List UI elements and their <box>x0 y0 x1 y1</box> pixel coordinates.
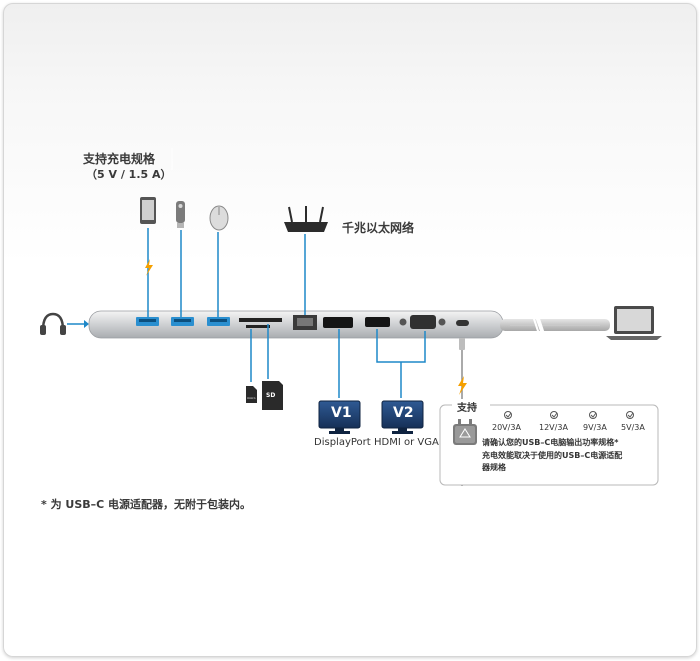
usb-a-port-1 <box>136 317 159 326</box>
vga-screw-right <box>438 318 446 326</box>
displayport-port <box>323 317 353 328</box>
check-icon-20v <box>504 411 512 419</box>
hdmi-port <box>365 317 390 327</box>
sd-card-slot <box>239 318 282 322</box>
charging-title: 支持充电规格 <box>83 152 156 166</box>
power-bolt-icon <box>458 376 467 395</box>
microsd-card-slot <box>246 325 270 328</box>
vga-port <box>410 315 436 329</box>
sd-card-icon <box>262 381 283 410</box>
vga-screw-left <box>399 318 407 326</box>
charging-spec: （5 V / 1.5 A） <box>86 168 172 181</box>
ethernet-port <box>293 315 317 330</box>
check-icon-9v <box>589 411 597 419</box>
usb-a-port-2 <box>171 317 194 326</box>
power-spec-9v: 9V/3A <box>583 423 607 432</box>
usb-flash-drive-icon <box>176 201 185 228</box>
power-note-line1: 请确认您的USB–C电脑输出功率规格* <box>482 438 619 447</box>
check-icon-5v <box>626 411 634 419</box>
smartphone-icon <box>140 197 156 224</box>
power-spec-5v: 5V/3A <box>621 423 645 432</box>
usb-a-port-3 <box>207 317 230 326</box>
footnote: * 为 USB–C 电源适配器，无附于包装内。 <box>41 498 252 511</box>
power-note-line2: 充电效能取决于使用的USB–C电源适配 <box>482 451 623 460</box>
charging-bolt-icon <box>145 259 153 276</box>
monitor-v1-badge: V1 <box>331 405 352 421</box>
audio-arrow <box>84 320 89 328</box>
power-box-title: 支持 <box>457 403 477 414</box>
microsd-card-label: micro <box>247 396 256 400</box>
power-adapter-icon <box>453 419 477 445</box>
power-adapter-box <box>439 404 659 486</box>
headphone-icon <box>40 312 66 335</box>
microsd-card-icon <box>246 386 257 403</box>
mouse-icon <box>209 205 229 231</box>
power-note-line3: 器规格 <box>482 463 506 472</box>
displayport-label: DisplayPort <box>314 437 371 448</box>
monitor-v2-icon <box>381 400 424 434</box>
hdmi-vga-label: HDMI or VGA <box>374 437 439 448</box>
monitor-v1-icon <box>318 400 361 434</box>
usb-c-pd-port <box>456 320 469 326</box>
sd-card-label: SD <box>266 392 276 399</box>
usb-c-power-plug <box>459 338 465 350</box>
router-icon <box>284 206 328 232</box>
laptop-icon <box>606 306 662 340</box>
power-spec-20v: 20V/3A <box>492 423 521 432</box>
power-spec-12v: 12V/3A <box>539 423 568 432</box>
check-icon-12v <box>550 411 558 419</box>
ethernet-label: 千兆以太网络 <box>342 221 415 235</box>
monitor-v2-badge: V2 <box>393 405 414 421</box>
